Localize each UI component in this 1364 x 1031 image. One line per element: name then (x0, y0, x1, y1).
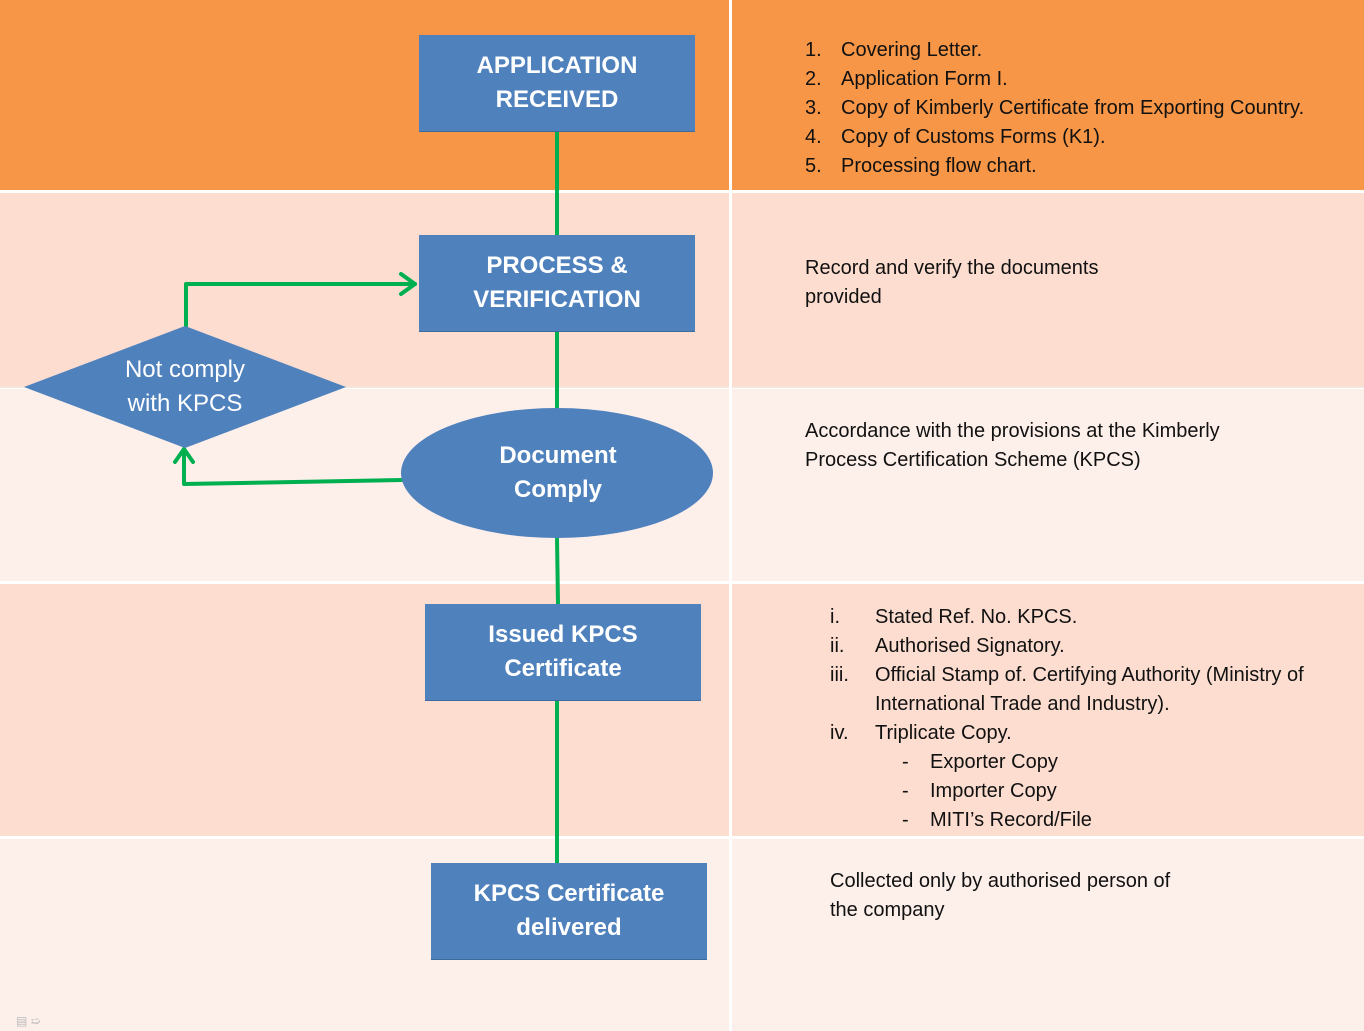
list-marker: ii. (830, 635, 845, 657)
delivery-note: Collected only by authorised person of t… (830, 867, 1350, 925)
list-item-text: Processing flow chart. (841, 155, 1037, 177)
list-item-text: Copy of Customs Forms (K1). (841, 126, 1106, 148)
list-marker: - (902, 809, 909, 831)
row-divider (0, 836, 1364, 839)
list-marker: iv. (830, 722, 849, 744)
list-marker: i. (830, 606, 840, 628)
list-item-text: Exporter Copy (930, 751, 1058, 773)
diamond-label-line: with KPCS (127, 390, 243, 417)
arrowhead-up-icon (173, 447, 195, 464)
box-label-line: PROCESS & (486, 252, 628, 279)
ellipse-label-line: Comply (513, 476, 602, 503)
requirement-item: 5. Processing flow chart. (805, 152, 1360, 181)
certificate-item: ii. Authorised Signatory. (830, 632, 1355, 661)
diamond-label-line: Not comply (124, 356, 246, 383)
note-line: Collected only by authorised person of (830, 870, 1171, 892)
box-label-line: Issued KPCS (488, 621, 638, 648)
list-marker: 4. (805, 126, 822, 148)
certificate-delivered-box: KPCS Certificate delivered (431, 863, 707, 959)
copy-item: -Exporter Copy (902, 748, 1355, 777)
copy-item: -Importer Copy (902, 777, 1355, 806)
list-item-text: Covering Letter. (841, 39, 983, 61)
requirement-item: 2. Application Form I. (805, 65, 1360, 94)
column-divider (729, 0, 732, 1031)
list-marker: 5. (805, 155, 822, 177)
process-note: Record and verify the documents provided (805, 254, 1345, 312)
connector-comply-to-issued (555, 536, 560, 606)
slide-controls-icon[interactable]: ▤ ➯ (16, 1014, 41, 1028)
ellipse-label-line: Document (499, 442, 617, 469)
not-comply-diamond (24, 326, 346, 448)
note-line: provided (805, 286, 882, 308)
application-received-box: APPLICATION RECEIVED (419, 35, 695, 131)
certificate-requirements-list: i. Stated Ref. No. KPCS. ii. Authorised Sig… (830, 603, 1355, 835)
note-line: the company (830, 899, 945, 921)
box-label-line: KPCS Certificate (473, 880, 665, 907)
connector-notcomply-to-process (184, 282, 417, 328)
note-line: Accordance with the provisions at the Ki… (805, 420, 1220, 442)
note-line: Process Certification Scheme (KPCS) (805, 449, 1141, 471)
list-item-text: Triplicate Copy. (875, 722, 1012, 744)
list-item-text: MITI’s Record/File (930, 809, 1092, 831)
requirement-item: 1. Covering Letter. (805, 36, 1360, 65)
document-comply-label: Document Comply (430, 438, 686, 508)
list-item-text: Stated Ref. No. KPCS. (875, 606, 1078, 628)
row-divider (0, 581, 1364, 584)
issued-certificate-box: Issued KPCS Certificate (425, 604, 701, 700)
certificate-item: iv. Triplicate Copy. (830, 719, 1355, 748)
box-label-line: Certificate (504, 655, 622, 682)
certificate-item: i. Stated Ref. No. KPCS. (830, 603, 1355, 632)
note-line: Record and verify the documents (805, 257, 1099, 279)
not-comply-label: Not comply with KPCS (60, 352, 310, 422)
list-marker: - (902, 751, 909, 773)
certificate-item: iii. Official Stamp of. Certifying Author… (830, 661, 1355, 719)
requirement-item: 4. Copy of Customs Forms (K1). (805, 123, 1360, 152)
list-marker: 3. (805, 97, 822, 119)
row-divider (0, 386, 1364, 388)
requirement-item: 3. Copy of Kimberly Certificate from Expo… (805, 94, 1360, 123)
copy-item: -MITI’s Record/File (902, 806, 1355, 835)
list-marker: 1. (805, 39, 822, 61)
connector-comply-to-notcomply (182, 447, 404, 486)
box-label-line: VERIFICATION (473, 286, 641, 313)
box-label-line: APPLICATION (476, 52, 638, 79)
row-divider (0, 190, 1364, 193)
list-item-text: Importer Copy (930, 780, 1057, 802)
list-marker: 2. (805, 68, 822, 90)
comply-note: Accordance with the provisions at the Ki… (805, 417, 1345, 475)
document-comply-ellipse (401, 408, 713, 538)
list-item-text: Copy of Kimberly Certificate from Export… (841, 97, 1305, 119)
box-label-line: RECEIVED (495, 86, 619, 113)
list-item-text: Authorised Signatory. (875, 635, 1065, 657)
arrowhead-right-icon (399, 272, 417, 296)
list-marker: - (902, 780, 909, 802)
list-item-text: Official Stamp of. Certifying Authority … (875, 664, 1304, 715)
process-verification-box: PROCESS & VERIFICATION (419, 235, 695, 331)
application-requirements-list: 1. Covering Letter. 2. Application Form I. 3… (805, 36, 1360, 181)
box-label-line: delivered (516, 914, 622, 941)
list-marker: iii. (830, 664, 849, 686)
list-item-text: Application Form I. (841, 68, 1008, 90)
